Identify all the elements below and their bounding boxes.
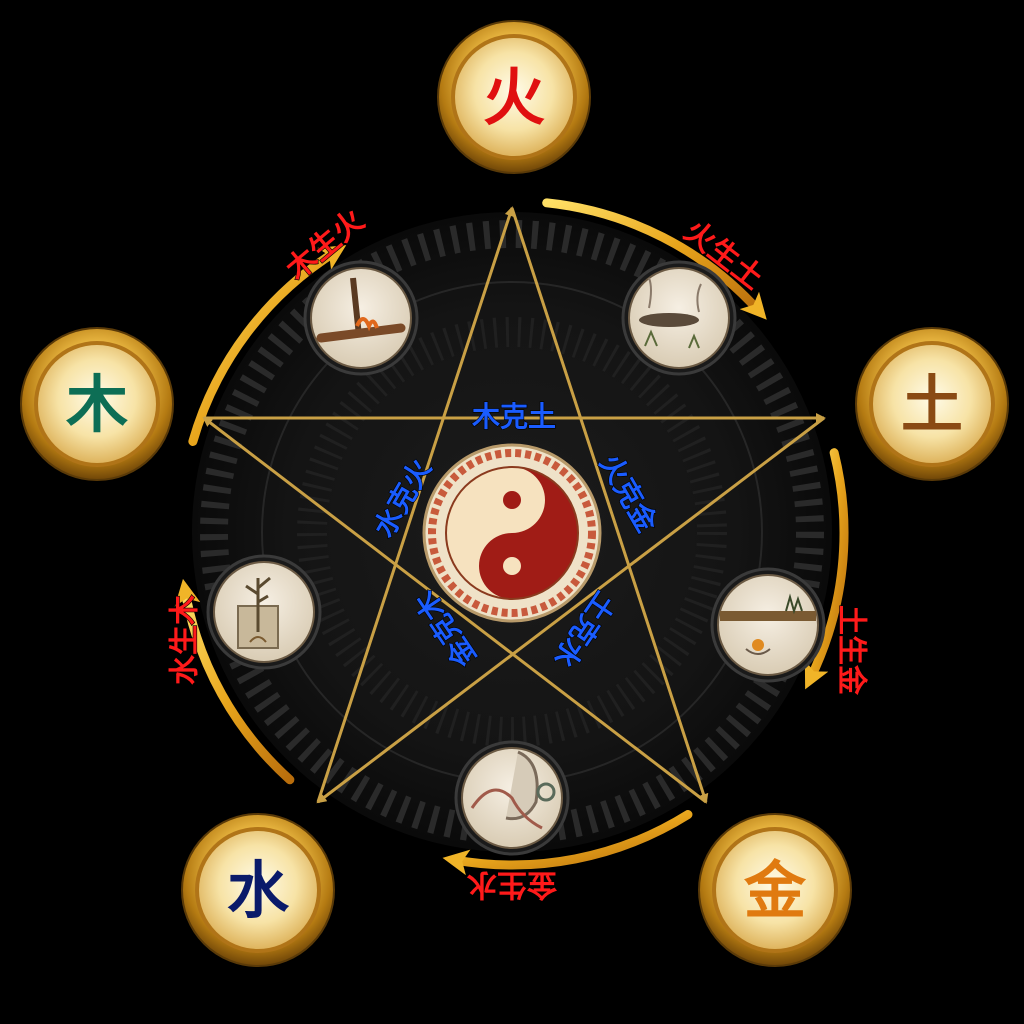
element-coin-wood: 木: [20, 327, 174, 481]
star-line-water-fire: [316, 206, 515, 803]
ore-icon: [710, 567, 826, 683]
illustrations: [206, 260, 826, 856]
element-char-wood: 木: [66, 368, 128, 441]
generating-cycle-arrows: [174, 198, 849, 876]
arc-wood-fire: [188, 245, 347, 446]
arc-metal-water: [442, 810, 693, 876]
water-vessel-icon: [454, 740, 570, 856]
element-char-earth: 土: [901, 368, 963, 441]
arc-water-wood: [174, 578, 295, 785]
arc-earth-metal: [804, 448, 849, 690]
yin-yang-icon: [422, 443, 602, 623]
element-char-fire: 火: [483, 61, 545, 134]
arc-fire-earth: [542, 198, 767, 320]
star-line-metal-wood: [202, 416, 707, 804]
sapling-icon: [206, 554, 322, 670]
label-wood-overcomes-earth: 木克土: [471, 400, 556, 433]
element-coin-metal: 金: [698, 813, 852, 967]
ash-icon: [621, 260, 737, 376]
label-water-generates-wood: 水生木: [168, 595, 203, 685]
element-coin-earth: 土: [855, 327, 1009, 481]
element-coin-fire: 火: [437, 20, 591, 174]
overcoming-star: [202, 206, 826, 804]
element-coin-water: 水: [181, 813, 335, 967]
element-coins: 火土金 水 木: [20, 20, 1009, 967]
fire-drill-icon: [303, 260, 419, 376]
star-line-fire-metal: [510, 207, 709, 804]
label-earth-generates-metal: 土生金: [834, 605, 869, 696]
label-metal-generates-water: 金生水: [466, 867, 558, 902]
star-line-earth-water: [316, 416, 825, 804]
element-char-water: 水: [227, 854, 290, 927]
element-char-metal: 金: [743, 854, 807, 927]
